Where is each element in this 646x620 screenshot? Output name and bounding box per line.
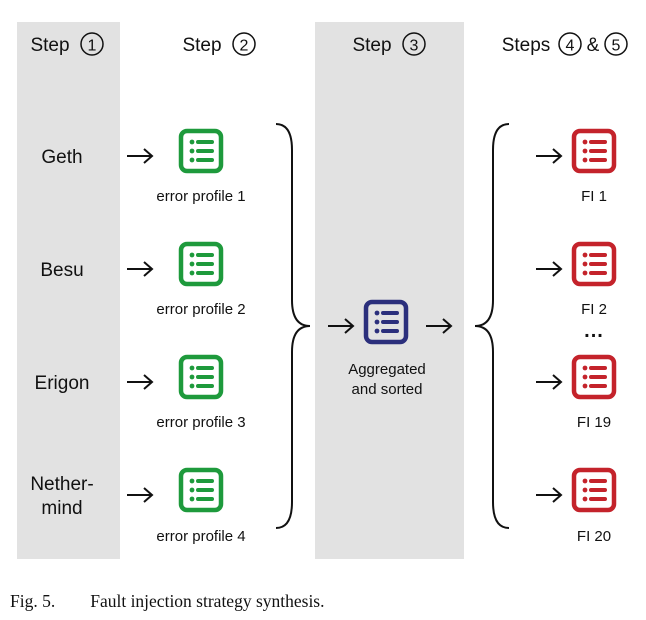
arrow-right-icon (126, 148, 153, 164)
header-step1: Step 1 (30, 32, 104, 56)
client-label: Besu (40, 260, 83, 281)
step-number-circle (80, 32, 104, 56)
svg-text:Step: Step (352, 35, 391, 56)
svg-text:4: 4 (566, 38, 575, 55)
fi-label: FI 1 (581, 188, 607, 205)
list-icon (574, 131, 614, 171)
list-icon (574, 357, 614, 397)
step-number-circle (558, 32, 582, 56)
svg-text:2: 2 (240, 38, 249, 55)
client-label: Nether- (30, 474, 93, 495)
arrow-right-icon (126, 487, 153, 503)
client-label: Geth (41, 147, 82, 168)
svg-text:Step: Step (182, 35, 221, 56)
fi-label: FI 20 (577, 528, 611, 545)
svg-text:3: 3 (410, 38, 419, 55)
svg-text:Step: Step (30, 35, 69, 56)
curly-brace-icon (474, 123, 510, 529)
header-step2: Step 2 (182, 32, 256, 56)
aggregate-label: Aggregated (348, 361, 426, 378)
svg-text:5: 5 (612, 38, 621, 55)
curly-brace-icon (275, 123, 311, 529)
header-step3: Step 3 (352, 32, 426, 56)
list-icon (181, 131, 221, 171)
list-icon (574, 244, 614, 284)
profile-label: error profile 1 (156, 188, 245, 205)
client-label: mind (41, 498, 82, 519)
step-number-circle (402, 32, 426, 56)
profile-label: error profile 2 (156, 301, 245, 318)
fi-label: FI 19 (577, 414, 611, 431)
header-steps45: Steps 4 & 5 (502, 32, 628, 56)
arrow-right-icon (126, 261, 153, 277)
step3-panel (315, 22, 464, 559)
svg-text:1: 1 (88, 38, 97, 55)
step-number-circle (604, 32, 628, 56)
arrow-right-icon (126, 374, 153, 390)
aggregate-label: and sorted (352, 381, 423, 398)
svg-text:Steps: Steps (502, 35, 551, 56)
figure-caption: Fig. 5. Fault injection strategy synthes… (10, 591, 325, 611)
list-icon (574, 470, 614, 510)
list-icon (181, 470, 221, 510)
client-label: Erigon (35, 373, 90, 394)
arrow-right-icon (535, 374, 562, 390)
profile-label: error profile 4 (156, 528, 245, 545)
profile-label: error profile 3 (156, 414, 245, 431)
arrow-right-icon (535, 261, 562, 277)
arrow-right-icon (535, 148, 562, 164)
svg-text:&: & (587, 35, 600, 56)
list-icon (181, 357, 221, 397)
arrow-right-icon (535, 487, 562, 503)
list-icon (181, 244, 221, 284)
fi-label: FI 2 (581, 301, 607, 318)
ellipsis: ... (584, 320, 604, 342)
step-number-circle (232, 32, 256, 56)
step1-panel (17, 22, 120, 559)
